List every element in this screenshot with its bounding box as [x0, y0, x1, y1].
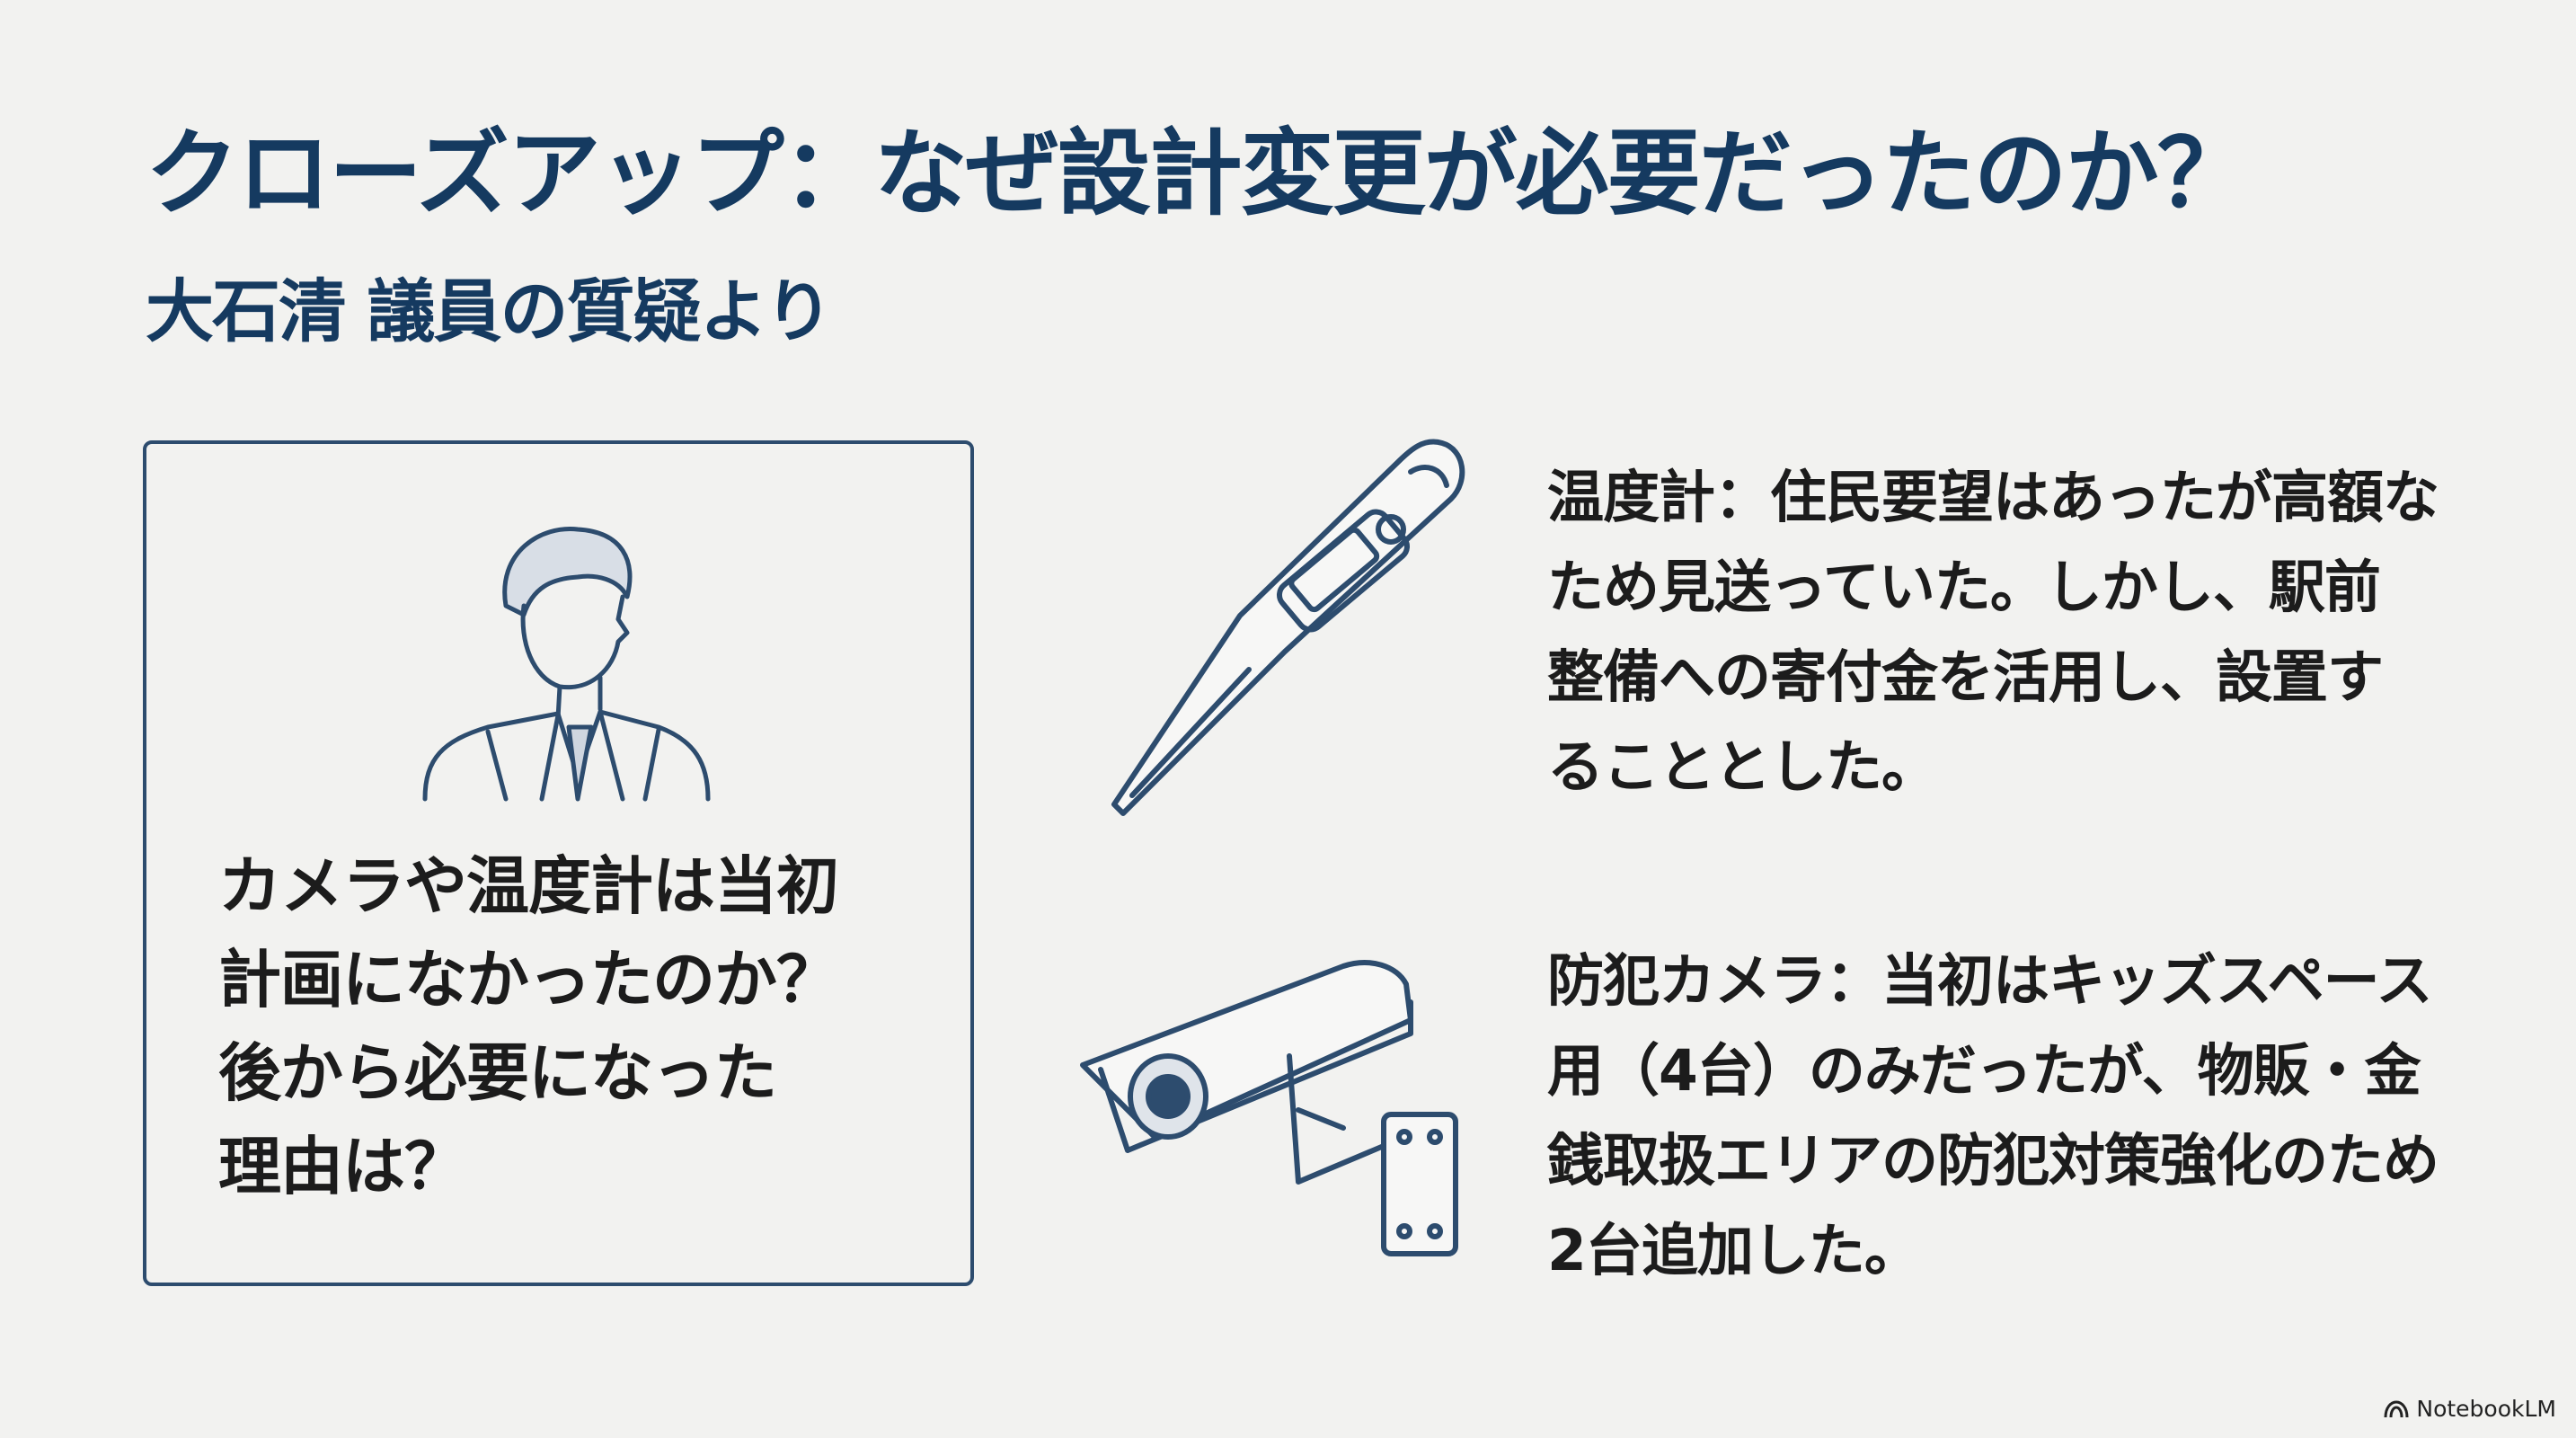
description-line: ることとした。	[1547, 734, 1938, 800]
camera-description: 防犯カメラ：当初はキッズスペース 用（4台）のみだったが、物販・金 銭取扱エリア…	[1547, 936, 2439, 1296]
question-line: 理由は？	[218, 1130, 467, 1203]
brand-label: NotebookLM	[2416, 1396, 2556, 1422]
page-title: クローズアップ：なぜ設計変更が必要だったのか？	[146, 119, 2251, 228]
question-text: カメラや温度計は当初 計画になかったのか？ 後から必要になった 理由は？	[218, 839, 839, 1213]
description-line: 銭取扱エリアの防犯対策強化のため	[1547, 1128, 2439, 1194]
description-line: 温度計：住民要望はあったが高額な	[1547, 465, 2439, 530]
question-line: 計画になかったのか？	[218, 943, 839, 1016]
person-icon	[422, 526, 711, 802]
description-line: 整備への寄付金を活用し、設置す	[1547, 644, 2384, 710]
description-line: 用（4台）のみだったが、物販・金	[1547, 1038, 2421, 1104]
thermometer-icon	[1111, 439, 1465, 816]
question-line: 後から必要になった	[218, 1036, 777, 1110]
description-line: 2台追加した。	[1547, 1218, 1921, 1283]
description-line: ため見送っていた。しかし、駅前	[1547, 555, 2381, 620]
thermometer-description: 温度計：住民要望はあったが高額な ため見送っていた。しかし、駅前 整備への寄付金…	[1547, 453, 2439, 812]
security-camera-icon	[1080, 960, 1458, 1256]
notebooklm-watermark: NotebookLM	[2384, 1396, 2556, 1422]
question-card: カメラや温度計は当初 計画になかったのか？ 後から必要になった 理由は？	[143, 440, 974, 1286]
notebooklm-logo-icon	[2384, 1399, 2409, 1417]
page-subtitle: 大石清 議員の質疑より	[146, 271, 833, 351]
question-line: カメラや温度計は当初	[218, 849, 839, 923]
description-line: 防犯カメラ：当初はキッズスペース	[1547, 948, 2432, 1014]
